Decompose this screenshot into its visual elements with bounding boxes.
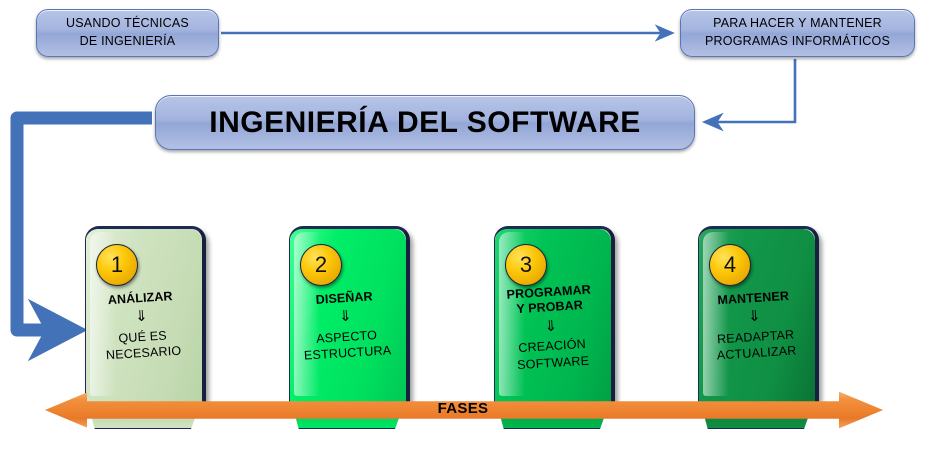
box-para-hacer-mantener: PARA HACER Y MANTENER PROGRAMAS INFORMÁT… <box>680 9 915 57</box>
phase-card-4: 4 MANTENER ⇓ READAPTAR ACTUALIZAR <box>697 226 819 429</box>
page-title: INGENIERÍA DEL SOFTWARE <box>209 105 641 139</box>
box-para-hacer-line1: PARA HACER Y MANTENER <box>713 16 882 31</box>
box-usando-tecnicas: USANDO TÉCNICAS DE INGENIERÍA <box>36 9 219 57</box>
box-usando-tecnicas-line2: DE INGENIERÍA <box>79 34 176 48</box>
phase-number-3: 3 <box>519 252 533 277</box>
fases-arrow: FASES <box>45 390 883 429</box>
phase-badge-2: 2 <box>300 244 342 286</box>
phase-card-2-text: DISEÑAR ⇓ ASPECTO ESTRUCTURA <box>288 288 404 366</box>
box-para-hacer-line2: PROGRAMAS INFORMÁTICOS <box>705 34 890 48</box>
phase-card-4-text: MANTENER ⇓ READAPTAR ACTUALIZAR <box>697 288 813 366</box>
phase-card-3-text: PROGRAMAR Y PROBAR ⇓ CREACIÓN SOFTWARE <box>492 282 609 375</box>
phase-badge-1: 1 <box>96 244 138 286</box>
main-title-box: INGENIERÍA DEL SOFTWARE <box>155 95 695 150</box>
phase-number-4: 4 <box>723 252 737 277</box>
fases-label: FASES <box>437 400 489 417</box>
arrow-programas-to-titulo <box>701 59 797 132</box>
box-usando-tecnicas-line1: USANDO TÉCNICAS <box>66 16 189 31</box>
phase-card-2: 2 DISEÑAR ⇓ ASPECTO ESTRUCTURA <box>288 226 410 429</box>
phase-number-2: 2 <box>314 252 328 277</box>
phase-badge-3: 3 <box>505 244 547 286</box>
phase-card-3: 3 PROGRAMAR Y PROBAR ⇓ CREACIÓN SOFTWARE <box>492 226 615 429</box>
phase-card-1: 1 ANÁLIZAR ⇓ QUÉ ES NECESARIO <box>84 226 206 429</box>
phase-badge-4: 4 <box>709 244 751 286</box>
phase-card-1-text: ANÁLIZAR ⇓ QUÉ ES NECESARIO <box>84 288 200 366</box>
phase-number-1: 1 <box>110 252 124 277</box>
